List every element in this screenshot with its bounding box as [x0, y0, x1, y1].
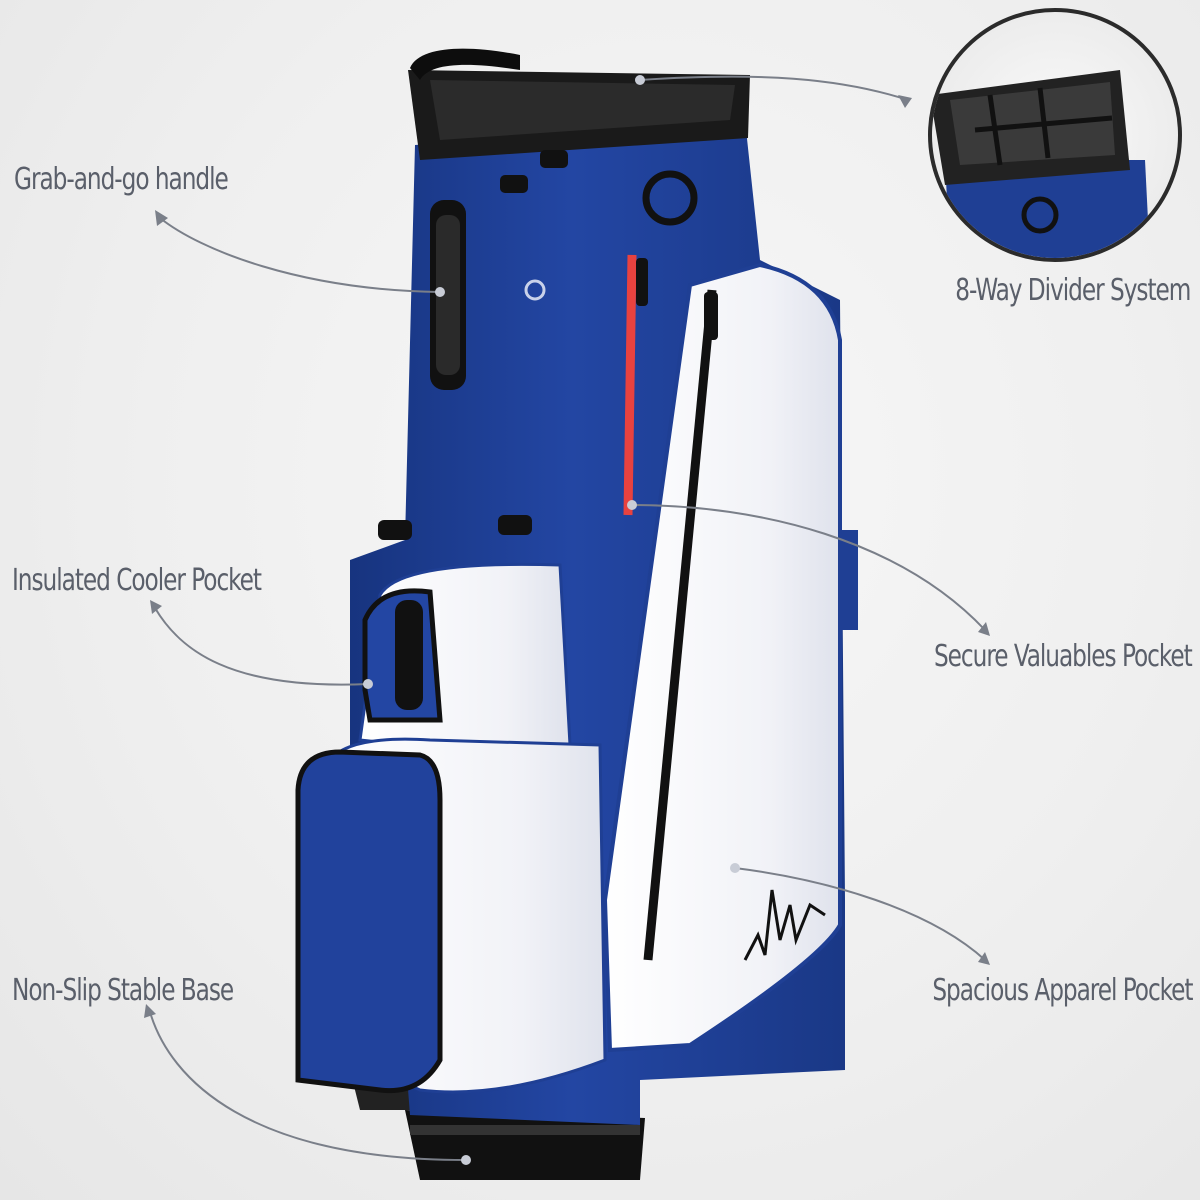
callout-label-handle: Grab-and-go handle [14, 162, 229, 197]
callout-dots [363, 75, 740, 1165]
valuables-zipper [623, 254, 637, 516]
callout-line-apparel [734, 867, 986, 961]
callout-lines [149, 75, 986, 1161]
callout-arrows [144, 95, 990, 1018]
callout-label-apparel: Spacious Apparel Pocket [931, 973, 1193, 1008]
callout-line-cooler [154, 607, 369, 686]
golf-bag [295, 48, 858, 1180]
callout-label-cooler: Insulated Cooler Pocket [12, 563, 262, 598]
top-handle [410, 48, 520, 80]
callout-line-secure [631, 504, 986, 631]
callout-line-handle [159, 217, 441, 293]
callout-line-divider [639, 75, 909, 101]
callout-label-divider: 8-Way Divider System [954, 273, 1191, 308]
callout-label-base: Non-Slip Stable Base [12, 973, 234, 1008]
apparel-pocket [602, 262, 842, 1053]
callout-label-secure: Secure Valuables Pocket [934, 639, 1193, 674]
divider-inset [928, 8, 1182, 262]
brand-logo-mark [743, 889, 826, 961]
callout-line-base [149, 1011, 467, 1161]
